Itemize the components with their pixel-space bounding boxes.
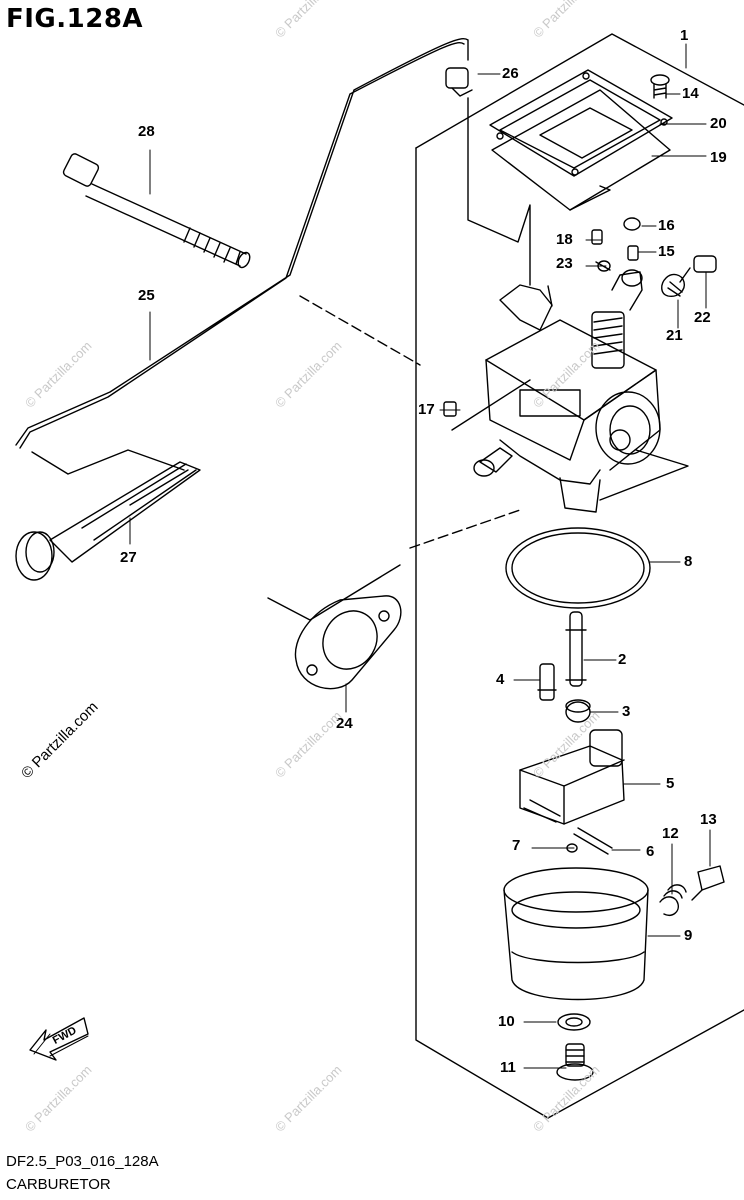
alignment-line-2 (409, 509, 521, 549)
figure-code: DF2.5_P03_016_128A (6, 1153, 159, 1170)
callout-22: 22 (694, 309, 711, 326)
flange-gasket (294, 595, 402, 690)
callout-6: 6 (646, 843, 655, 860)
callout-7: 7 (512, 837, 521, 854)
callout-28: 28 (138, 123, 155, 140)
callout-26: 26 (502, 65, 519, 82)
o-ring (505, 527, 651, 609)
spring-and-screw (659, 865, 725, 916)
bracket-link (467, 97, 531, 286)
small-parts-cluster (443, 217, 717, 417)
callout-27: 27 (120, 549, 137, 566)
choke-knob (15, 461, 201, 581)
callout-14: 14 (682, 85, 699, 102)
assembly-outline (415, 147, 744, 1119)
assembly-outline-top (415, 33, 744, 149)
callout-19: 19 (710, 149, 727, 166)
callout-10: 10 (498, 1013, 515, 1030)
callout-11: 11 (500, 1059, 516, 1076)
callout-13: 13 (700, 811, 717, 828)
callout-15: 15 (658, 243, 675, 260)
choke-rod (15, 38, 469, 449)
needle-jet-parts (537, 611, 591, 723)
float-bowl (503, 867, 649, 1001)
figure-title: FIG.128A (6, 4, 144, 34)
alignment-line-1 (299, 295, 421, 366)
callout-21: 21 (666, 327, 683, 344)
callout-4: 4 (496, 671, 505, 688)
drain-gasket (557, 1013, 591, 1031)
leader-lines (129, 43, 711, 1069)
carburetor-body (473, 271, 661, 513)
fwd-arrow (29, 1017, 89, 1061)
callout-20: 20 (710, 115, 727, 132)
bracket-gasket (267, 564, 401, 621)
callout-3: 3 (622, 703, 631, 720)
callout-9: 9 (684, 927, 693, 944)
callout-2: 2 (618, 651, 627, 668)
callout-1: 1 (680, 27, 689, 44)
float-pin (566, 827, 613, 855)
callout-16: 16 (658, 217, 675, 234)
screw-14 (650, 74, 670, 99)
callout-5: 5 (666, 775, 675, 792)
callout-25: 25 (138, 287, 155, 304)
callout-8: 8 (684, 553, 693, 570)
callout-12: 12 (662, 825, 679, 842)
callout-24: 24 (336, 715, 353, 732)
rod-clip (445, 67, 473, 97)
figure-name: CARBURETOR (6, 1176, 111, 1193)
callout-23: 23 (556, 255, 573, 272)
drain-screw (556, 1043, 594, 1081)
callout-18: 18 (556, 231, 573, 248)
plate-assembly (489, 69, 673, 211)
float (519, 729, 625, 825)
long-bolt (62, 153, 251, 269)
bracket-body (451, 379, 689, 501)
bracket-choke (31, 449, 185, 475)
callout-17: 17 (418, 401, 435, 418)
